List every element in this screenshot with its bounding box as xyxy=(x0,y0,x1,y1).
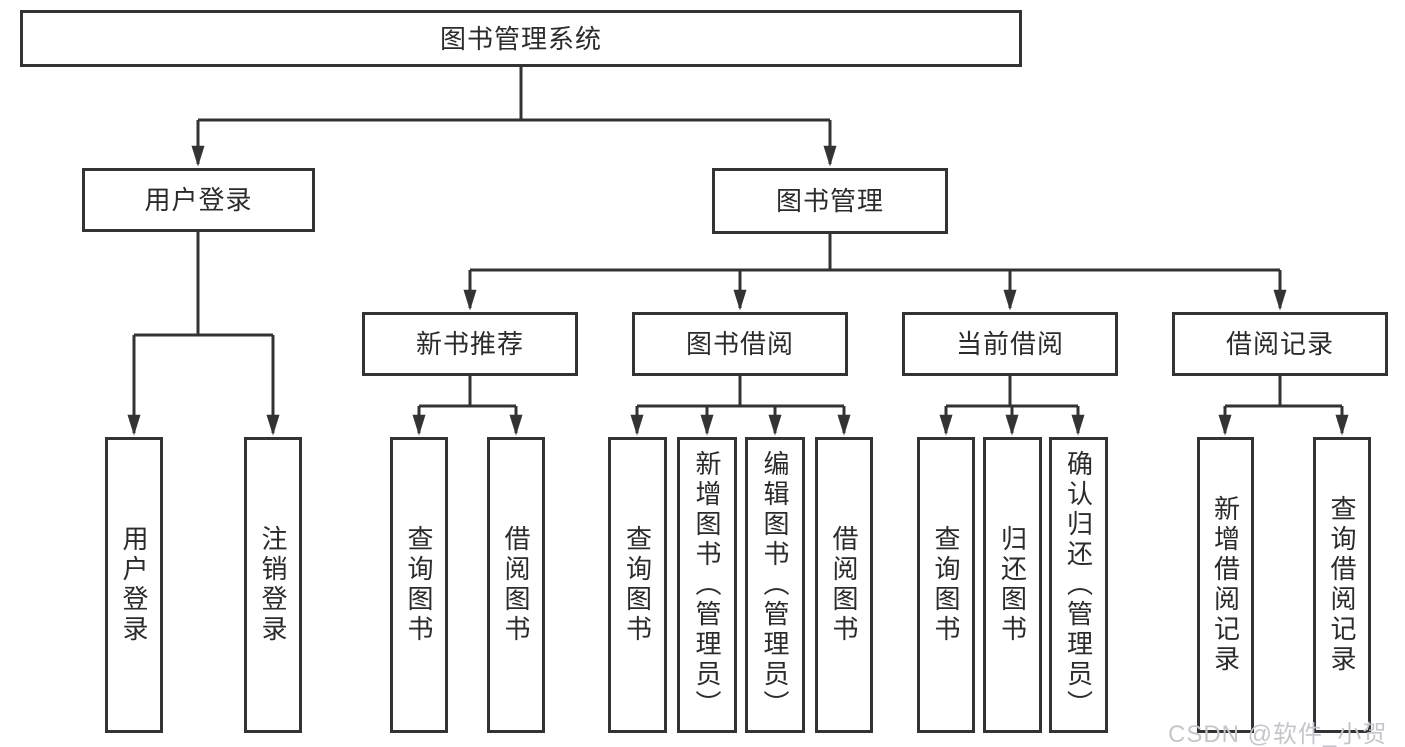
leaf-query-borrow-record: 查询借阅记录 xyxy=(1313,437,1371,733)
leaf-query-book-1-label: 查询图书 xyxy=(404,525,434,645)
leaf-return-book-label: 归还图书 xyxy=(997,525,1028,645)
leaf-add-book-admin: 新增图书（管理员） xyxy=(677,437,737,733)
node-book-borrow-label: 图书借阅 xyxy=(685,329,794,359)
leaf-user-login: 用户登录 xyxy=(105,437,163,733)
leaf-borrow-book-2-label: 借阅图书 xyxy=(829,525,859,645)
leaf-borrow-book-1: 借阅图书 xyxy=(487,437,545,733)
leaf-query-book-1: 查询图书 xyxy=(390,437,448,733)
leaf-query-book-3-label: 查询图书 xyxy=(931,525,961,645)
leaf-borrow-book-2: 借阅图书 xyxy=(815,437,873,733)
node-current-borrow: 当前借阅 xyxy=(902,312,1118,376)
node-current-borrow-label: 当前借阅 xyxy=(955,329,1064,359)
node-book-management: 图书管理 xyxy=(712,168,948,234)
leaf-logout: 注销登录 xyxy=(244,437,302,733)
leaf-confirm-return-admin-label: 确认归还（管理员） xyxy=(1063,450,1094,720)
node-new-book-recommend: 新书推荐 xyxy=(362,312,578,376)
node-book-management-label: 图书管理 xyxy=(775,186,884,216)
node-borrow-records-label: 借阅记录 xyxy=(1225,329,1334,359)
node-root: 图书管理系统 xyxy=(20,10,1022,67)
leaf-user-login-label: 用户登录 xyxy=(119,525,149,645)
node-borrow-records: 借阅记录 xyxy=(1172,312,1388,376)
leaf-return-book: 归还图书 xyxy=(983,437,1042,733)
node-user-login-label: 用户登录 xyxy=(144,185,253,215)
leaf-confirm-return-admin: 确认归还（管理员） xyxy=(1049,437,1108,733)
leaf-query-book-3: 查询图书 xyxy=(917,437,975,733)
leaf-query-book-2-label: 查询图书 xyxy=(622,525,653,645)
leaf-edit-book-admin: 编辑图书（管理员） xyxy=(745,437,805,733)
csdn-watermark: CSDN @软件_小贺同学 xyxy=(1168,721,1388,747)
node-new-book-recommend-label: 新书推荐 xyxy=(415,329,524,359)
leaf-query-borrow-record-label: 查询借阅记录 xyxy=(1327,495,1357,675)
node-root-label: 图书管理系统 xyxy=(439,23,602,54)
leaf-edit-book-admin-label: 编辑图书（管理员） xyxy=(760,450,790,720)
leaf-add-book-admin-label: 新增图书（管理员） xyxy=(692,450,722,720)
leaf-add-borrow-record: 新增借阅记录 xyxy=(1197,437,1254,733)
leaf-logout-label: 注销登录 xyxy=(258,525,288,645)
leaf-query-book-2: 查询图书 xyxy=(608,437,667,733)
leaf-borrow-book-1-label: 借阅图书 xyxy=(501,525,531,645)
node-user-login: 用户登录 xyxy=(82,168,315,232)
leaf-add-borrow-record-label: 新增借阅记录 xyxy=(1210,495,1241,675)
node-book-borrow: 图书借阅 xyxy=(632,312,848,376)
